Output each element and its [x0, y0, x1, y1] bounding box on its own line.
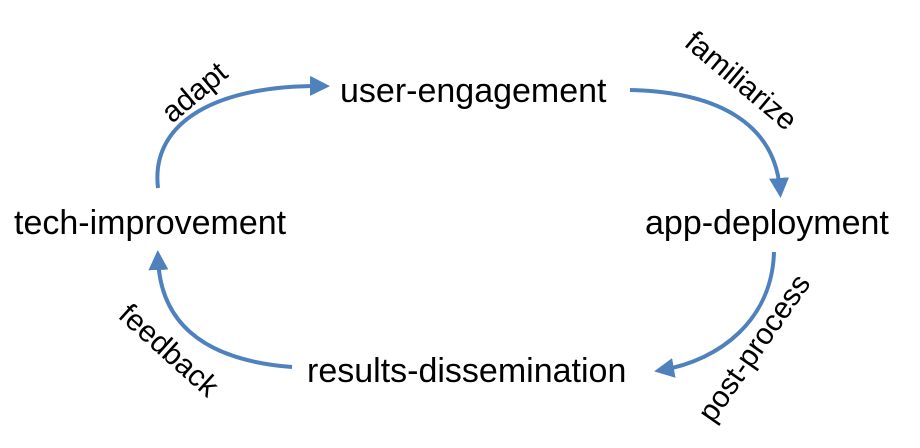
node-app-deployment: app-deployment [645, 204, 889, 242]
edge-label-feedback: feedback [112, 298, 225, 405]
edge-label-adapt: adapt [155, 55, 234, 129]
node-results-dissemination: results-dissemination [307, 352, 626, 390]
node-user-engagement: user-engagement [340, 72, 607, 110]
edge-adapt-arrow [155, 75, 330, 189]
edge-label-post-process: post-process [692, 268, 818, 428]
edge-post-process-arrow [654, 251, 776, 378]
edge-feedback-arrow [148, 250, 293, 369]
node-tech-improvement: tech-improvement [14, 204, 287, 242]
edge-familiarize-arrow [629, 88, 790, 198]
